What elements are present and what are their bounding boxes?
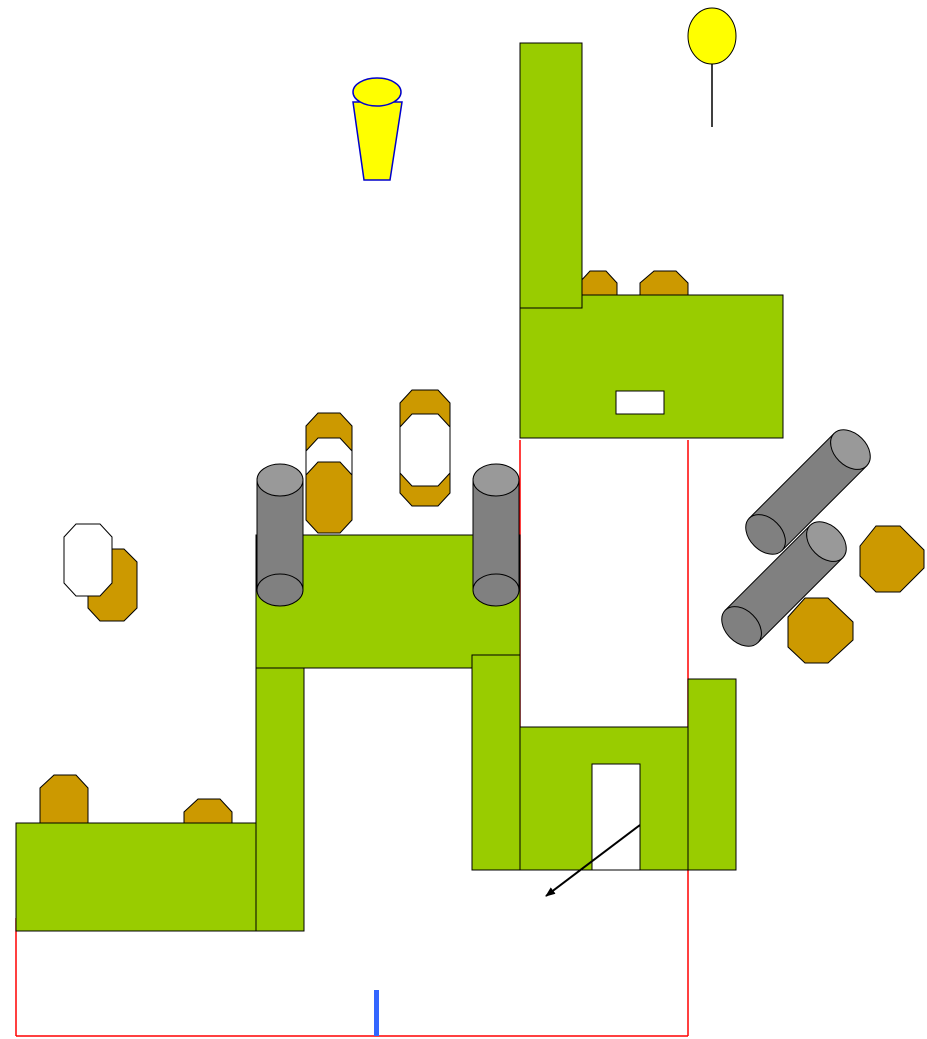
coin [788,598,853,663]
door[interactable] [592,764,640,870]
coin-empty [400,414,450,486]
door[interactable] [616,391,664,414]
platform [520,43,582,308]
platform [520,295,783,438]
platform [16,823,256,931]
platform [472,655,520,870]
coin [306,462,352,533]
platform [256,668,304,931]
coin [860,526,924,592]
coin [40,775,88,828]
coin-empty [64,524,112,596]
goal-marker [374,990,379,1036]
pipe [473,464,519,606]
balloon [688,8,736,127]
cup [353,78,402,180]
pipe [257,464,303,606]
platform [688,679,736,870]
